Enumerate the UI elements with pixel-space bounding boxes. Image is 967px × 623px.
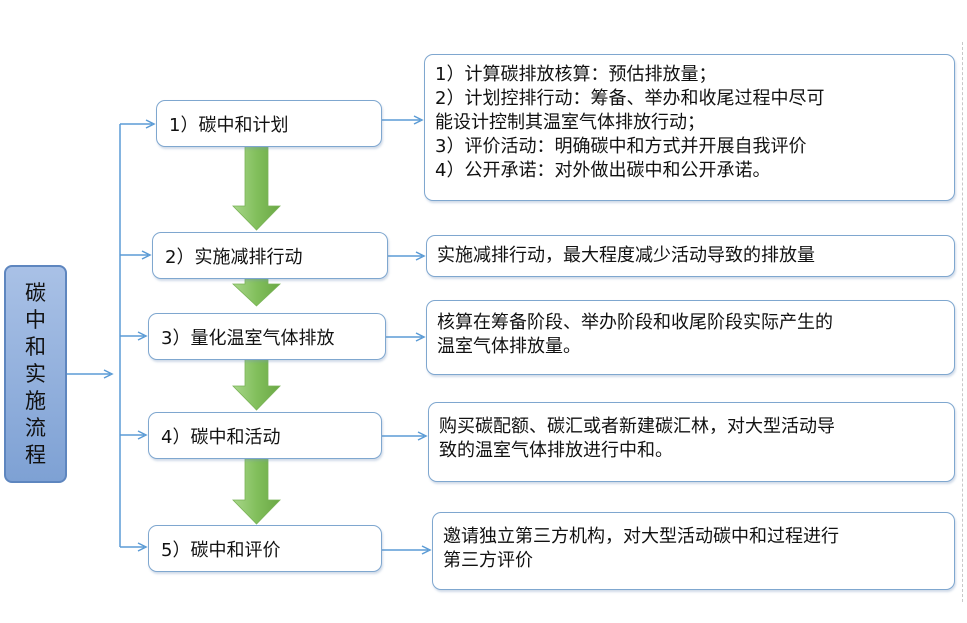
step-4-box: 4）碳中和活动 [148, 412, 382, 459]
step-2-box: 2）实施减排行动 [152, 232, 388, 279]
flow-arrow-1 [232, 145, 281, 231]
step-2-description: 实施减排行动，最大程度减少活动导致的排放量 [426, 235, 955, 277]
step-3-box: 3）量化温室气体排放 [148, 313, 386, 360]
desc-connector-4 [382, 431, 428, 441]
step-5-box: 5）碳中和评价 [148, 525, 382, 572]
desc-line: 1）计算碳排放核算：预估排放量； [435, 64, 717, 85]
desc-line: 第三方评价 [443, 550, 533, 571]
step-1-label: 1）碳中和计划 [169, 114, 289, 136]
step-1-box: 1）碳中和计划 [156, 100, 382, 147]
step-5-description: 邀请独立第三方机构，对大型活动碳中和过程进行 第三方评价 [432, 512, 955, 590]
desc-line: 温室气体排放量。 [437, 336, 581, 357]
step-3-label: 3）量化温室气体排放 [161, 327, 335, 349]
branch-step-4 [120, 430, 148, 440]
root-label: 碳中和实施流程 [25, 280, 46, 467]
flow-arrow-2 [231, 278, 282, 307]
desc-line: 实施减排行动，最大程度减少活动导致的排放量 [437, 245, 815, 266]
step-5-label: 5）碳中和评价 [161, 539, 281, 561]
desc-line: 致的温室气体排放进行中和。 [439, 440, 673, 461]
branch-step-2 [120, 250, 152, 260]
step-2-label: 2）实施减排行动 [165, 246, 303, 268]
flow-arrow-3 [232, 358, 281, 411]
step-4-description: 购买碳配额、碳汇或者新建碳汇林，对大型活动导 致的温室气体排放进行中和。 [428, 402, 955, 482]
desc-line: 3）评价活动：明确碳中和方式并开展自我评价 [435, 136, 807, 157]
desc-line: 购买碳配额、碳汇或者新建碳汇林，对大型活动导 [439, 416, 835, 437]
root-node: 碳中和实施流程 [4, 265, 67, 483]
branch-step-3 [120, 331, 148, 341]
dashed-edge [962, 42, 963, 602]
step-4-label: 4）碳中和活动 [161, 426, 281, 448]
step-1-description: 1）计算碳排放核算：预估排放量； 2）计划控排行动：筹备、举办和收尾过程中尽可 … [424, 54, 955, 201]
desc-line: 核算在筹备阶段、举办阶段和收尾阶段实际产生的 [437, 312, 833, 333]
desc-connector-1 [382, 115, 424, 125]
desc-line: 能设计控制其温室气体排放行动； [435, 112, 705, 133]
desc-line: 邀请独立第三方机构，对大型活动碳中和过程进行 [443, 526, 839, 547]
root-connector [67, 369, 114, 379]
flow-arrow-4 [232, 458, 281, 525]
desc-line: 4）公开承诺：对外做出碳中和公开承诺。 [435, 160, 771, 181]
desc-connector-5 [382, 545, 432, 555]
branch-step-5 [120, 542, 148, 552]
branch-step-1 [120, 119, 156, 129]
desc-line: 2）计划控排行动：筹备、举办和收尾过程中尽可 [435, 88, 825, 109]
desc-connector-2 [388, 251, 426, 261]
desc-connector-3 [386, 332, 426, 342]
step-3-description: 核算在筹备阶段、举办阶段和收尾阶段实际产生的 温室气体排放量。 [426, 300, 955, 375]
